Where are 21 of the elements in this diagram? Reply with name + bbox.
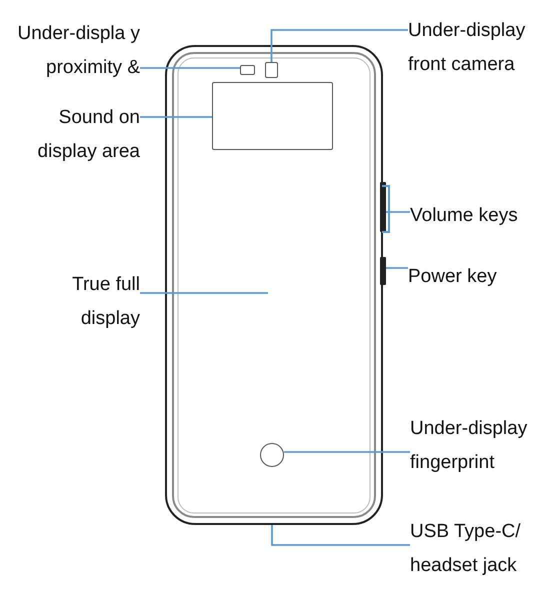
leader-line (270, 29, 408, 62)
leader-line (284, 451, 410, 453)
callout-label: Under-display fingerprint (410, 417, 528, 475)
camera-window (265, 62, 278, 78)
callout-label: Under-display front camera (408, 19, 526, 77)
callout-label: Power key (408, 265, 498, 289)
sound-area-outline (212, 82, 333, 150)
leader-line (140, 116, 212, 118)
leader-line (140, 292, 268, 294)
sensor-window (240, 65, 255, 75)
leader-line (271, 525, 410, 546)
power-key (380, 257, 386, 285)
callout-label: True full display (71, 273, 140, 331)
callout-label: Under-displa y proximity & (16, 22, 140, 80)
leader-line (386, 267, 408, 269)
leader-line (386, 211, 410, 213)
volume-key (380, 182, 386, 232)
callout-label: Sound on display area (36, 106, 140, 164)
leader-line (140, 67, 240, 69)
callout-label: USB Type-C/ headset jack (410, 520, 522, 578)
callout-label: Volume keys (410, 204, 519, 228)
